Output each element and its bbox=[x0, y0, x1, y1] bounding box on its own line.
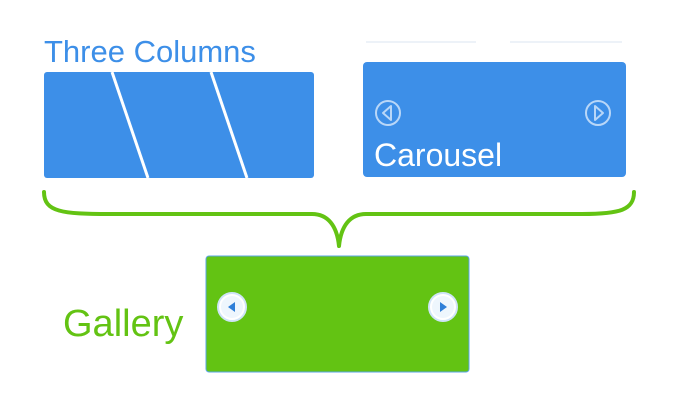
curly-brace bbox=[42, 190, 636, 248]
gallery-panel bbox=[205, 255, 470, 373]
three-columns-title: Three Columns bbox=[44, 34, 256, 69]
carousel-next-icon[interactable] bbox=[585, 100, 611, 126]
column-divider bbox=[209, 71, 249, 179]
carousel-label: Carousel bbox=[374, 137, 503, 173]
gallery-next-icon[interactable] bbox=[428, 292, 458, 322]
gallery-prev-icon[interactable] bbox=[217, 292, 247, 322]
carousel-prev-icon[interactable] bbox=[375, 100, 401, 126]
three-columns-panel bbox=[44, 71, 314, 179]
column-divider bbox=[110, 71, 150, 179]
gallery-label: Gallery bbox=[63, 303, 184, 345]
carousel-panel bbox=[363, 62, 626, 177]
